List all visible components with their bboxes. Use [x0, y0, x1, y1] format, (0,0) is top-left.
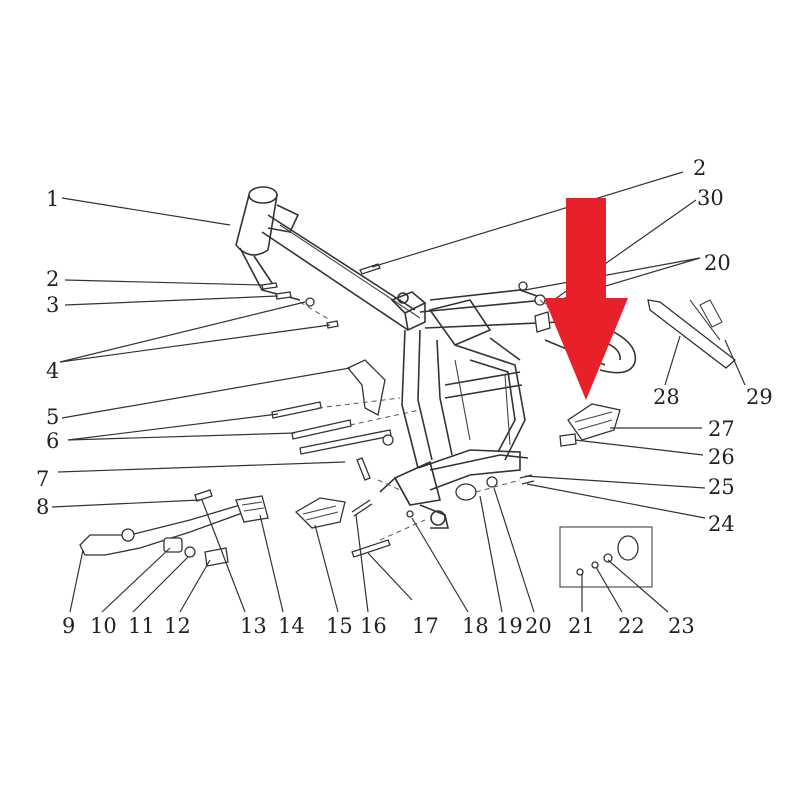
callout-26: 26 — [708, 445, 735, 469]
callout-17: 17 — [412, 614, 439, 638]
callout-24: 24 — [708, 512, 735, 536]
callout-21: 21 — [568, 614, 595, 638]
callout-27: 27 — [708, 417, 735, 441]
bearing-inset — [559, 526, 653, 588]
pedal-tip — [235, 495, 269, 523]
fasteners — [261, 263, 551, 558]
callout-14: 14 — [278, 614, 305, 638]
callout-12: 12 — [164, 614, 191, 638]
callout-30: 30 — [697, 186, 724, 210]
callout-1: 1 — [46, 187, 59, 211]
callout-23: 23 — [668, 614, 695, 638]
callout-29: 29 — [746, 385, 773, 409]
callout-3: 3 — [46, 293, 59, 317]
callout-11: 11 — [128, 614, 155, 638]
callout-2-top: 2 — [693, 156, 706, 180]
callout-20-bottom: 20 — [525, 614, 552, 638]
callout-16: 16 — [360, 614, 387, 638]
brake-pedal — [79, 489, 247, 556]
callout-labels: 1 2 2 3 4 5 6 7 8 9 10 11 12 13 14 15 16… — [36, 156, 773, 638]
leader-lines — [51, 171, 746, 613]
callout-10: 10 — [90, 614, 117, 638]
callout-15: 15 — [326, 614, 353, 638]
pedal-bushings — [163, 537, 229, 567]
callout-2-left: 2 — [46, 267, 59, 291]
callout-25: 25 — [708, 475, 735, 499]
callout-22: 22 — [618, 614, 645, 638]
callout-4: 4 — [46, 359, 59, 383]
highlight-arrow — [544, 198, 628, 400]
footpeg-left — [294, 497, 346, 529]
callout-6: 6 — [46, 429, 59, 453]
callout-9: 9 — [62, 614, 75, 638]
callout-19: 19 — [496, 614, 523, 638]
callout-5: 5 — [46, 405, 59, 429]
footpeg-right — [559, 403, 621, 447]
side-stand — [647, 299, 737, 369]
callout-13: 13 — [240, 614, 267, 638]
callout-7: 7 — [36, 467, 49, 491]
callout-20-top: 20 — [704, 251, 731, 275]
callout-18: 18 — [462, 614, 489, 638]
callout-28: 28 — [653, 385, 680, 409]
callout-8: 8 — [36, 495, 49, 519]
